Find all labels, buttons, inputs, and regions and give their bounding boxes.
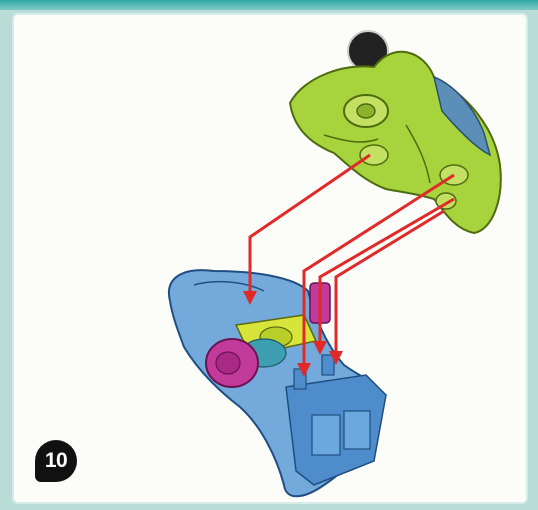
step-number-badge: 10: [35, 440, 77, 482]
yellow-axle-icon: [234, 314, 318, 368]
blue-housing-part-icon: [167, 269, 387, 498]
green-shell-part-icon: [288, 30, 502, 235]
assembly-illustration: [167, 30, 502, 498]
assembly-arrows: [243, 153, 455, 377]
top-accent-strip: [0, 0, 538, 10]
instruction-panel: 10: [14, 15, 526, 502]
